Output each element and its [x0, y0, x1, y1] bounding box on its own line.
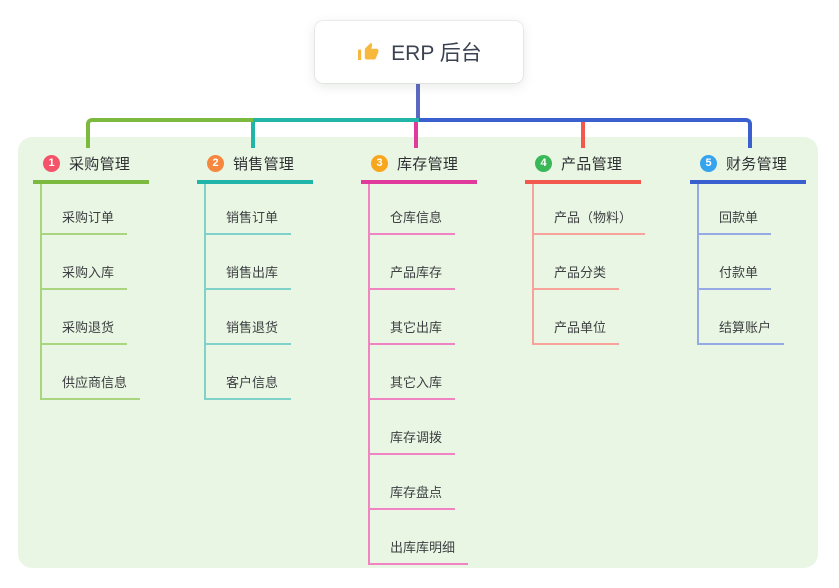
- branch-2: 2 销售管理销售订单销售出库销售退货客户信息: [197, 141, 313, 400]
- branch-number-badge: 3: [371, 154, 388, 172]
- branch-number-badge: 1: [43, 154, 60, 172]
- child-node[interactable]: 其它出库: [370, 290, 468, 345]
- child-node[interactable]: 采购退货: [42, 290, 140, 345]
- child-node-label: 库存调拨: [370, 427, 456, 455]
- child-node-label: 产品分类: [534, 262, 620, 290]
- child-node-label: 产品（物料）: [534, 207, 646, 235]
- child-node[interactable]: 供应商信息: [42, 345, 141, 400]
- child-node[interactable]: 产品库存: [370, 235, 468, 290]
- child-node-label: 产品单位: [534, 317, 620, 345]
- child-node-label: 采购入库: [42, 262, 128, 290]
- branch-node-4[interactable]: 4 产品管理: [525, 141, 641, 184]
- branch-node-5[interactable]: 5 财务管理: [690, 141, 806, 184]
- child-node[interactable]: 客户信息: [206, 345, 292, 400]
- child-node-label: 回款单: [699, 207, 772, 235]
- branch-4: 4 产品管理产品（物料） 产品分类产品单位: [525, 141, 646, 345]
- root-connector: [416, 83, 420, 120]
- branch-title-label: 财务管理: [726, 155, 788, 173]
- bus-elbow-right: [419, 118, 752, 148]
- child-node[interactable]: 付款单: [699, 235, 784, 290]
- child-node[interactable]: 出库库明细: [370, 510, 469, 565]
- child-node-label: 其它入库: [370, 372, 456, 400]
- branch-children: 仓库信息产品库存其它出库其它入库库存调拨库存盘点出库库明细: [368, 184, 469, 565]
- child-node-label: 销售出库: [206, 262, 292, 290]
- child-node[interactable]: 结算账户: [699, 290, 785, 345]
- branch-node-3[interactable]: 3 库存管理: [361, 141, 477, 184]
- branch-children: 采购订单采购入库采购退货供应商信息: [40, 184, 141, 400]
- branch-children: 产品（物料） 产品分类产品单位: [532, 184, 646, 345]
- child-node-label: 付款单: [699, 262, 772, 290]
- branch-number-badge: 5: [700, 154, 717, 172]
- child-node[interactable]: 产品分类: [534, 235, 645, 290]
- child-node-label: 采购退货: [42, 317, 128, 345]
- child-node[interactable]: 仓库信息: [370, 184, 468, 235]
- root-title: ERP 后台: [391, 42, 482, 65]
- branch-title-label: 采购管理: [69, 155, 131, 173]
- branch-node-2[interactable]: 2 销售管理: [197, 141, 313, 184]
- child-node-label: 其它出库: [370, 317, 456, 345]
- child-node[interactable]: 销售订单: [206, 184, 292, 235]
- child-node-label: 销售退货: [206, 317, 292, 345]
- child-node-label: 库存盘点: [370, 482, 456, 510]
- branch-children: 销售订单销售出库销售退货客户信息: [204, 184, 292, 400]
- branch-drop-4: [581, 122, 585, 148]
- root-node[interactable]: ERP 后台: [315, 21, 523, 83]
- branch-title-label: 销售管理: [233, 155, 295, 173]
- branch-drop-2: [251, 122, 255, 148]
- bus-segment-mid: [253, 118, 419, 122]
- branch-number-badge: 4: [535, 154, 552, 172]
- branch-1: 1 采购管理采购订单采购入库采购退货供应商信息: [33, 141, 149, 400]
- child-node-label: 结算账户: [699, 317, 785, 345]
- thumbs-up-icon: [356, 40, 380, 64]
- child-node-label: 仓库信息: [370, 207, 456, 235]
- child-node-label: 销售订单: [206, 207, 292, 235]
- child-node[interactable]: 销售出库: [206, 235, 292, 290]
- child-node[interactable]: 销售退货: [206, 290, 292, 345]
- branch-title-label: 库存管理: [397, 155, 459, 173]
- branch-drop-3: [414, 122, 418, 148]
- child-node-label: 产品库存: [370, 262, 456, 290]
- child-node[interactable]: 回款单: [699, 184, 784, 235]
- branch-number-badge: 2: [207, 154, 224, 172]
- child-node[interactable]: 其它入库: [370, 345, 468, 400]
- child-node[interactable]: 产品单位: [534, 290, 645, 345]
- branch-3: 3 库存管理仓库信息产品库存其它出库其它入库库存调拨库存盘点出库库明细: [361, 141, 477, 565]
- branch-children: 回款单付款单结算账户: [697, 184, 785, 345]
- child-node-label: 客户信息: [206, 372, 292, 400]
- child-node-label: 采购订单: [42, 207, 128, 235]
- child-node-label: 出库库明细: [370, 537, 469, 565]
- child-node[interactable]: 采购入库: [42, 235, 140, 290]
- branch-node-1[interactable]: 1 采购管理: [33, 141, 149, 184]
- child-node[interactable]: 产品（物料）: [534, 184, 646, 235]
- child-node[interactable]: 采购订单: [42, 184, 140, 235]
- branch-title-label: 产品管理: [561, 155, 623, 173]
- child-node-label: 供应商信息: [42, 372, 141, 400]
- child-node[interactable]: 库存调拨: [370, 400, 468, 455]
- branches-panel: [18, 137, 818, 568]
- bus-elbow-left: [86, 118, 253, 148]
- branch-5: 5 财务管理回款单付款单结算账户: [690, 141, 806, 345]
- child-node[interactable]: 库存盘点: [370, 455, 468, 510]
